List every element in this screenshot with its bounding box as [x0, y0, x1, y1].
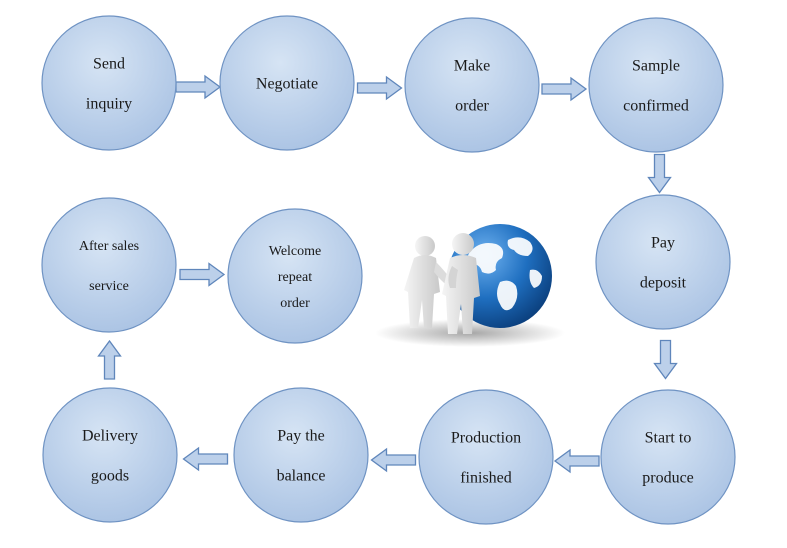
- arrow-left-icon: [553, 448, 600, 474]
- arrow-right-icon: [175, 74, 222, 100]
- node-label-line: goods: [91, 468, 129, 485]
- node-label-line: inquiry: [86, 96, 132, 113]
- node-circle: [588, 17, 724, 153]
- arrow-right-icon: [179, 262, 226, 287]
- node-label-line: Welcome: [269, 244, 322, 259]
- node-label-line: finished: [460, 470, 512, 487]
- arrow-right-icon: [356, 75, 403, 101]
- node-circle: [595, 194, 731, 330]
- node-circle: [41, 197, 177, 333]
- node-send-inquiry: Send inquiry: [41, 15, 177, 151]
- arrow-left-icon: [182, 446, 229, 472]
- node-label-line: Send: [93, 56, 125, 73]
- node-after-sales-service: After sales service: [41, 197, 177, 333]
- node-make-order: Make order: [404, 17, 540, 153]
- node-negotiate: Negotiate: [219, 15, 355, 151]
- node-pay-the-balance: Pay the balance: [233, 387, 369, 523]
- node-label-line: deposit: [640, 275, 687, 292]
- node-circle: [42, 387, 178, 523]
- handshake-globe-illustration: [375, 224, 565, 347]
- node-circle: [418, 389, 554, 525]
- arrow-up-icon: [97, 339, 122, 380]
- nodes-layer: Send inquiry Negotiate Make order Sample confi…: [41, 15, 736, 525]
- node-label-line: service: [89, 279, 129, 294]
- node-circle: [600, 389, 736, 525]
- node-label-line: Start to: [645, 430, 692, 447]
- node-pay-deposit: Pay deposit: [595, 194, 731, 330]
- node-label-line: Negotiate: [256, 76, 318, 93]
- node-label-line: Production: [451, 430, 521, 447]
- node-production-finished: Production finished: [418, 389, 554, 525]
- node-label-line: Delivery: [82, 428, 138, 445]
- node-label-line: After sales: [79, 239, 139, 254]
- node-delivery-goods: Delivery goods: [42, 387, 178, 523]
- node-welcome-repeat-order: Welcome repeat order: [227, 208, 363, 344]
- node-label-line: order: [280, 296, 310, 311]
- node-label-line: balance: [277, 468, 326, 485]
- node-label-line: confirmed: [623, 98, 689, 115]
- arrow-right-icon: [541, 76, 588, 102]
- arrow-down-icon: [647, 153, 672, 194]
- arrows-layer: [97, 74, 678, 474]
- node-circle: [233, 387, 369, 523]
- arrow-left-icon: [370, 447, 417, 473]
- person-right-figure: [442, 233, 480, 334]
- node-label-line: produce: [642, 470, 694, 487]
- node-start-to-produce: Start to produce: [600, 389, 736, 525]
- arrow-down-icon: [653, 339, 678, 380]
- node-circle: [219, 15, 355, 151]
- node-label-line: Pay the: [277, 428, 325, 445]
- node-sample-confirmed: Sample confirmed: [588, 17, 724, 153]
- node-label-line: Sample: [632, 58, 680, 75]
- node-label-line: order: [455, 98, 489, 115]
- node-label-line: Make: [454, 58, 490, 75]
- node-circle: [41, 15, 177, 151]
- node-circle: [404, 17, 540, 153]
- node-label-line: Pay: [651, 235, 675, 252]
- node-circle: [227, 208, 363, 344]
- node-label-line: repeat: [278, 270, 312, 285]
- globe-continents: [467, 237, 542, 311]
